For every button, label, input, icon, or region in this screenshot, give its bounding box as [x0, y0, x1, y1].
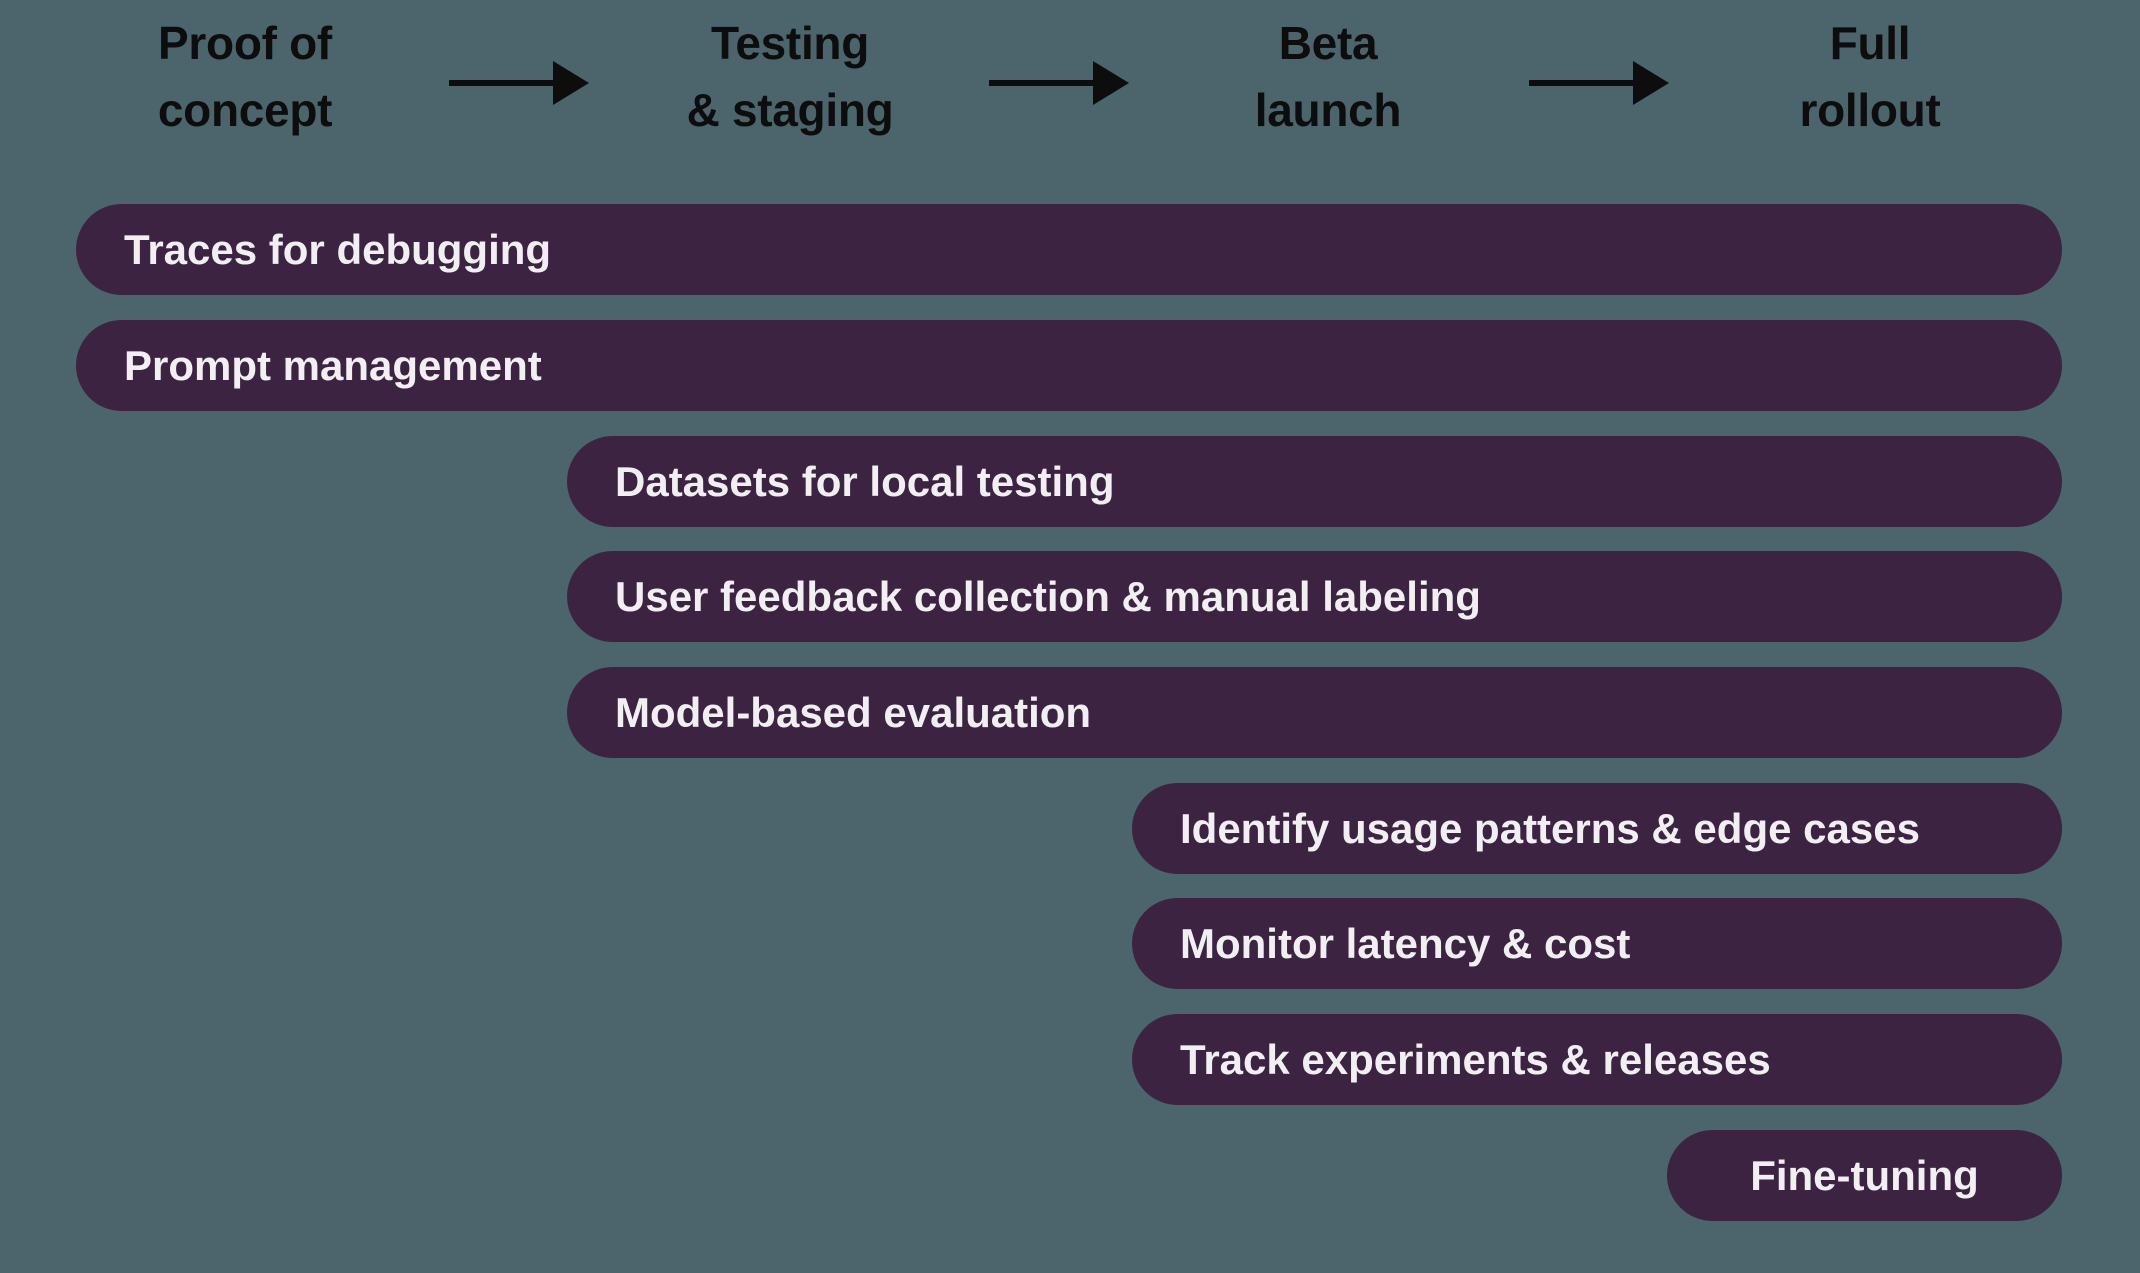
phase-label-line: Testing [710, 17, 870, 69]
phase-label-line: & staging [686, 84, 894, 136]
phase-label-line: Proof of [158, 17, 332, 69]
bar-label: Fine-tuning [1750, 1151, 1979, 1199]
right-arrow-icon [1529, 61, 1669, 105]
bar-label: Datasets for local testing [615, 457, 1115, 505]
bar-model-based-evaluation: Model-based evaluation [567, 667, 2062, 758]
bar-label: Track experiments & releases [1180, 1035, 1771, 1083]
bar-label: Model-based evaluation [615, 688, 1092, 736]
bar-label: Traces for debugging [124, 225, 552, 273]
bar-fine-tuning: Fine-tuning [1667, 1130, 2062, 1221]
bar-datasets-for-local-testing: Datasets for local testing [567, 436, 2062, 527]
bar-user-feedback-collection: User feedback collection & manual labeli… [567, 551, 2062, 642]
bar-label: User feedback collection & manual labeli… [615, 572, 1481, 620]
bar-identify-usage-patterns: Identify usage patterns & edge cases [1132, 783, 2062, 874]
bar-prompt-management: Prompt management [76, 320, 2062, 411]
arrow-head [553, 61, 589, 105]
bar-label: Prompt management [124, 341, 542, 389]
bar-label: Monitor latency & cost [1180, 919, 1631, 967]
arrow-head [1093, 61, 1129, 105]
arrow-shaft [1529, 80, 1639, 86]
right-arrow-icon [449, 61, 589, 105]
phase-label-testing-staging: Testing & staging [687, 10, 894, 144]
bar-monitor-latency-cost: Monitor latency & cost [1132, 898, 2062, 989]
bar-label: Identify usage patterns & edge cases [1180, 804, 1920, 852]
phase-label-beta-launch: Beta launch [1254, 10, 1402, 144]
phase-label-line: concept [157, 84, 333, 136]
phase-label-line: Full [1829, 17, 1911, 69]
bar-track-experiments-releases: Track experiments & releases [1132, 1014, 2062, 1105]
phase-label-line: launch [1254, 84, 1402, 136]
arrow-shaft [989, 80, 1099, 86]
arrow-head [1633, 61, 1669, 105]
bar-traces-for-debugging: Traces for debugging [76, 204, 2062, 295]
phase-label-line: rollout [1799, 84, 1941, 136]
arrow-shaft [449, 80, 559, 86]
right-arrow-icon [989, 61, 1129, 105]
phase-label-line: Beta [1278, 17, 1378, 69]
phase-label-proof-of-concept: Proof of concept [157, 10, 333, 144]
phase-label-full-rollout: Full rollout [1800, 10, 1941, 144]
